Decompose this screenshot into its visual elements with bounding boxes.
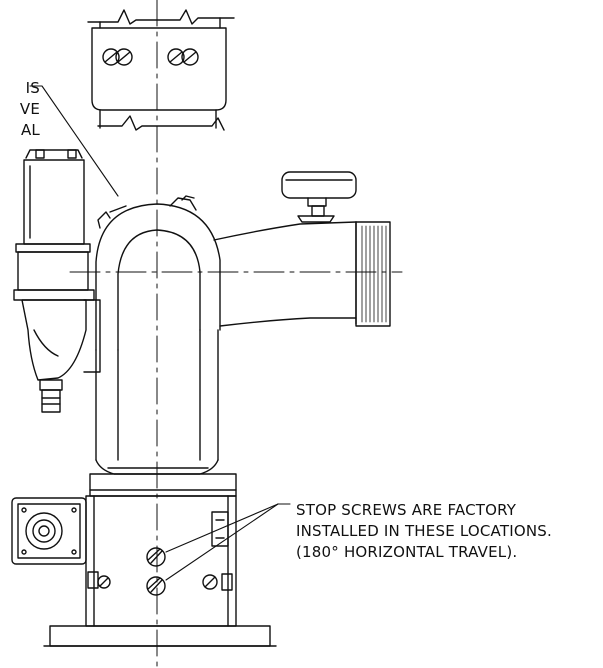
stop-screws-callout: STOP SCREWS ARE FACTORY INSTALLED IN THE… [296,500,552,563]
top-break-line [87,9,235,25]
pan-head [95,195,221,351]
stop-screw-upper-icon [146,547,166,567]
top-screw-left-icon [102,48,133,66]
left-callout-line-2: VE [19,100,40,118]
stop-screws-line-3: (180° HORIZONTAL TRAVEL). [296,543,518,561]
left-callout-line-3: AL [20,121,40,139]
left-actuator [13,149,101,413]
base-side-screw-right-icon [202,573,233,591]
stop-screws-line-2: INSTALLED IN THESE LOCATIONS. [296,522,552,540]
top-block-body [91,27,227,111]
base-side-screw-left-icon [87,571,111,589]
left-callout-leader [29,85,119,197]
base-flange [43,625,277,647]
stop-screws-line-1: STOP SCREWS ARE FACTORY [296,501,517,519]
top-screw-right-icon [167,48,199,66]
base-motor [11,497,87,565]
base-collar [85,473,237,627]
left-callout-text: IS VE AL [0,78,40,141]
horizontal-arm [213,221,391,327]
stop-screw-leaders [165,503,291,581]
thread-lines [361,225,387,323]
stop-screw-lower-icon [146,576,166,596]
top-section-detail [87,9,235,131]
bottom-break-line [97,115,225,131]
adjustment-knob [281,171,357,223]
left-callout-line-1: IS [25,79,40,97]
